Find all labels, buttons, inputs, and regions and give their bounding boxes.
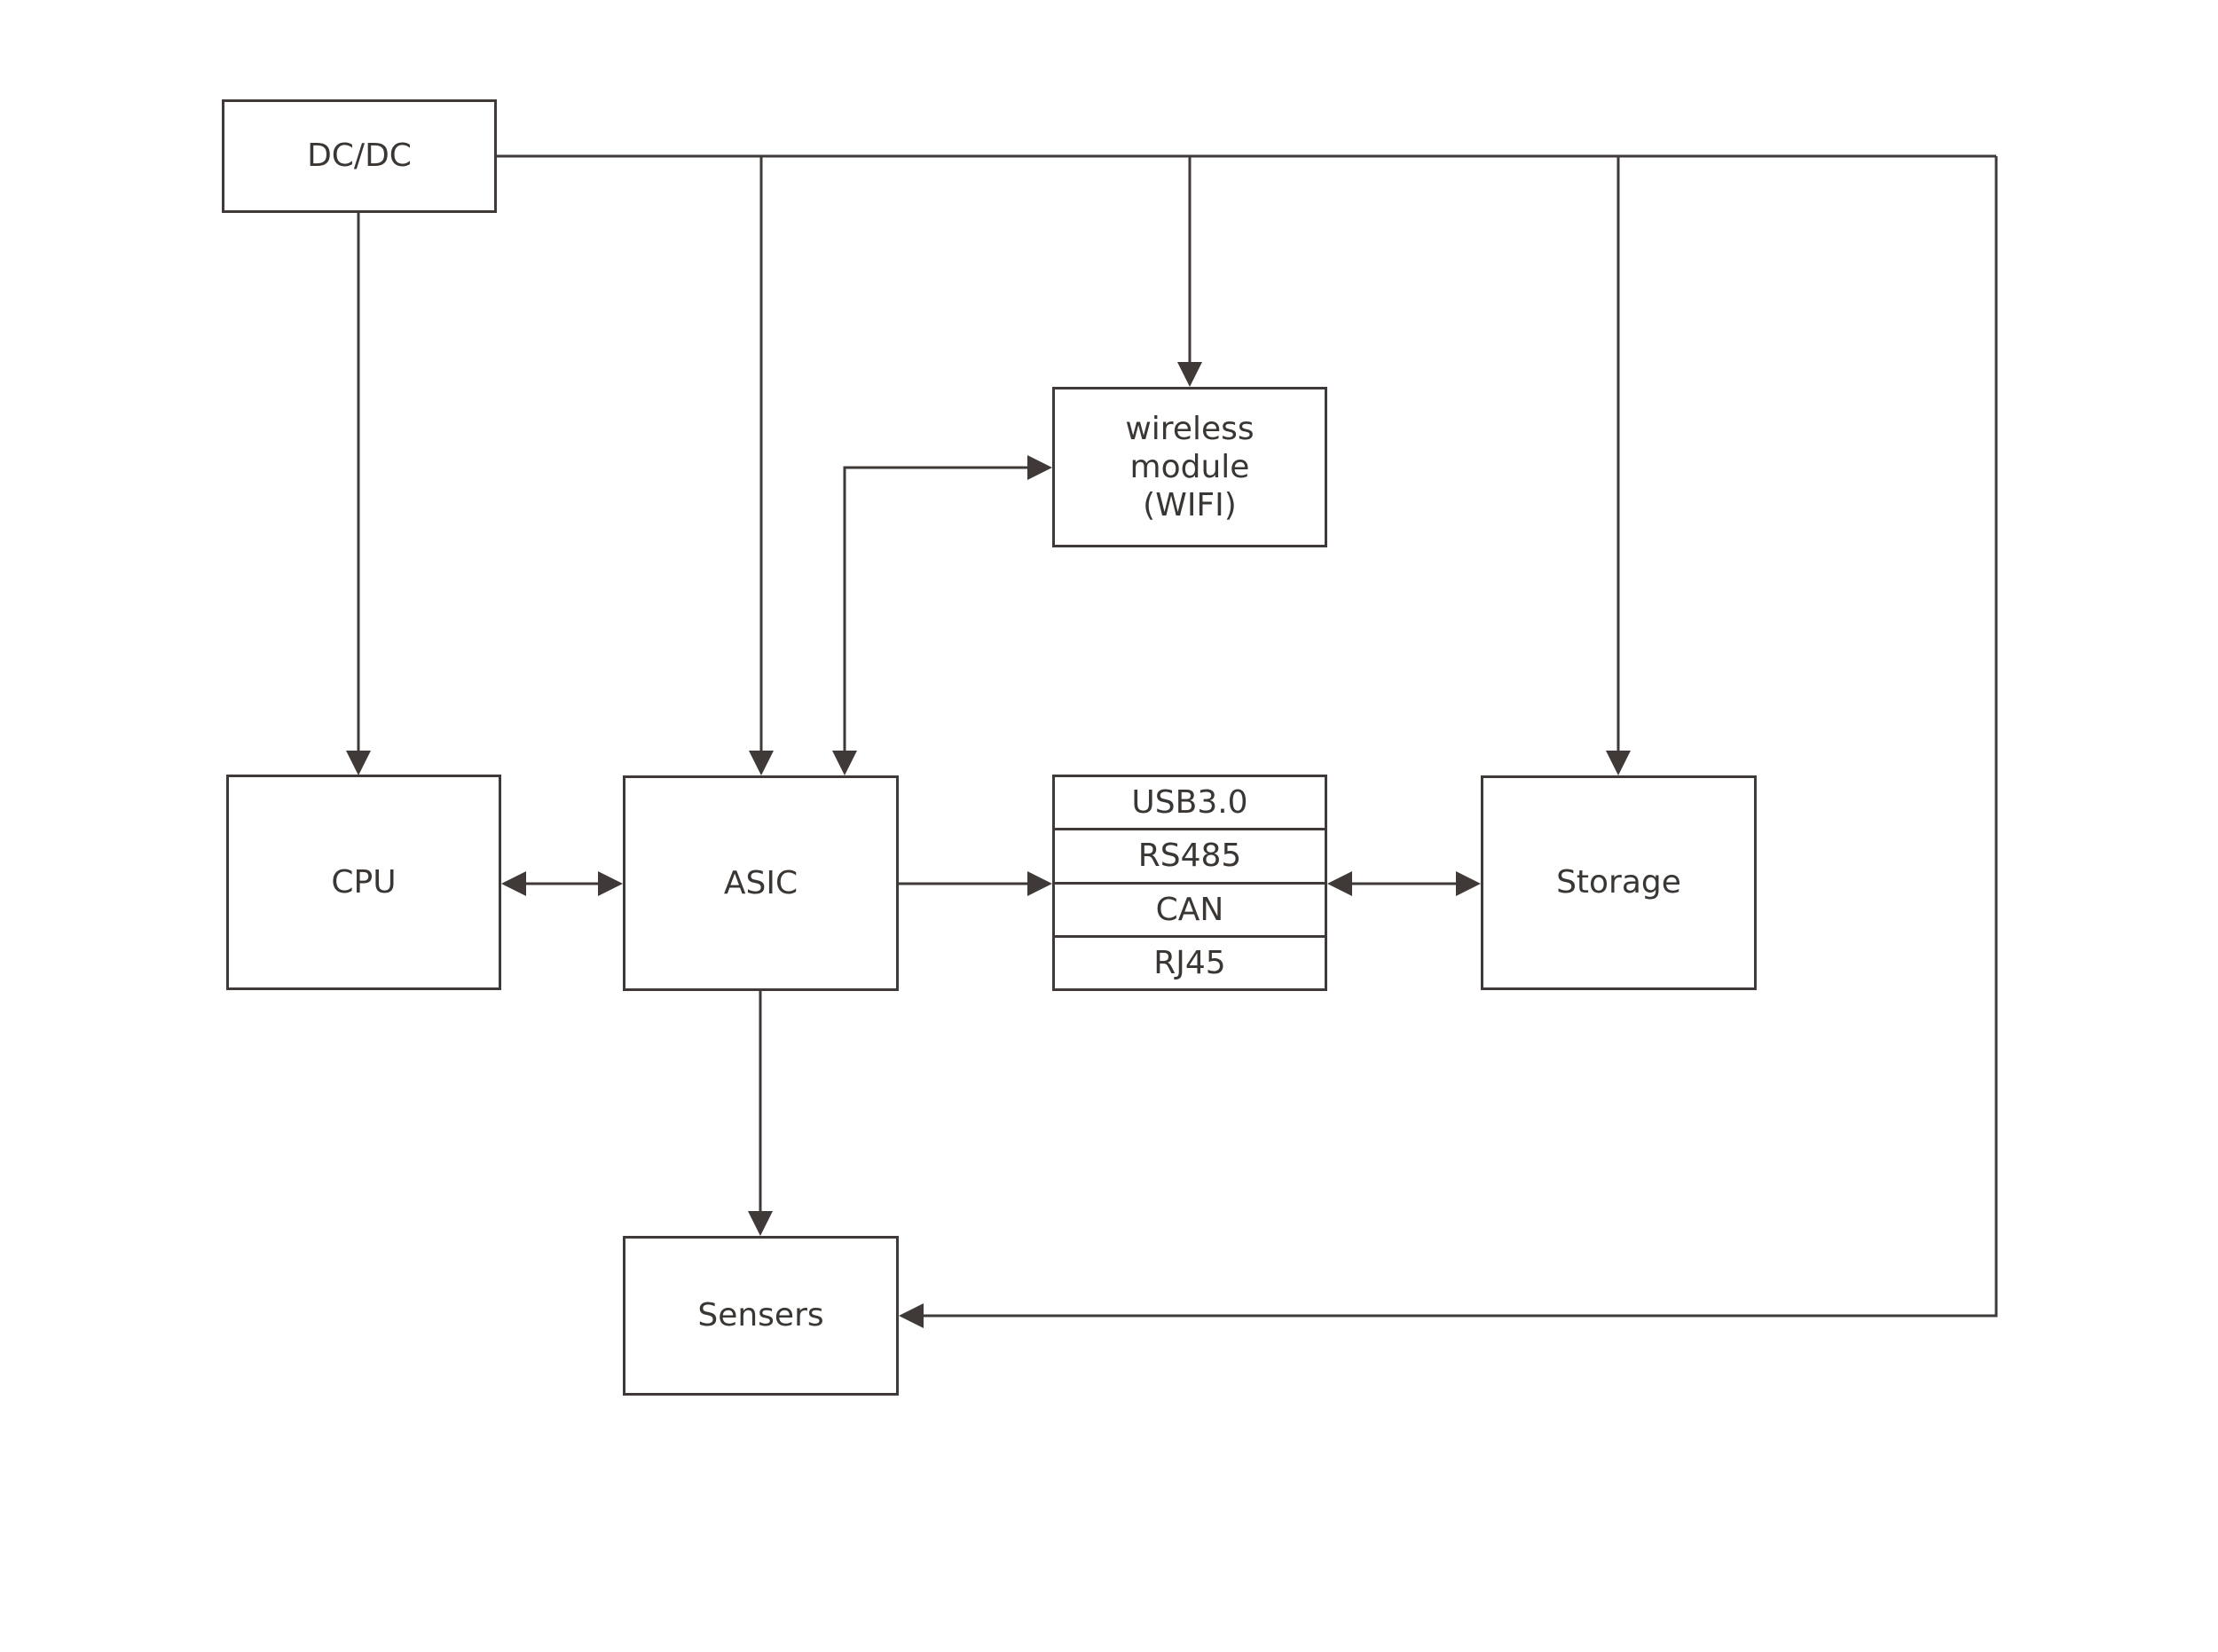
node-asic: ASIC <box>623 775 899 991</box>
arrowhead-down-icon <box>1177 362 1202 387</box>
node-interface-stack: USB3.0 RS485 CAN RJ45 <box>1052 775 1327 991</box>
node-cpu: CPU <box>226 775 501 990</box>
interface-row-rj45-label: RJ45 <box>1153 944 1226 981</box>
arrowhead-left-icon <box>899 1303 924 1328</box>
node-dcdc-label: DC/DC <box>307 138 412 175</box>
edge-dcdc-cpu <box>346 213 371 775</box>
edge-cpu-asic <box>501 871 623 896</box>
node-wireless-module-label: wireless module (WIFI) <box>1125 410 1255 524</box>
node-storage-label: Storage <box>1556 864 1681 901</box>
node-sensors-label: Sensers <box>697 1297 824 1334</box>
edge-dcdc-sensors <box>899 156 1998 1328</box>
arrowhead-down-icon <box>832 751 857 775</box>
edge-dcdc-wifi <box>1177 156 1202 387</box>
node-asic-label: ASIC <box>723 864 798 901</box>
interface-row-usb3: USB3.0 <box>1055 777 1325 828</box>
arrowhead-down-icon <box>748 1211 773 1236</box>
edge-asic-interfaces <box>899 871 1052 896</box>
interface-row-usb3-label: USB3.0 <box>1131 784 1248 822</box>
edge-dcdc-asic <box>749 156 774 775</box>
arrowhead-right-icon <box>598 871 623 896</box>
arrowhead-left-icon <box>501 871 526 896</box>
node-storage: Storage <box>1481 775 1757 990</box>
interface-row-can: CAN <box>1055 881 1325 935</box>
interface-row-rj45: RJ45 <box>1055 934 1325 988</box>
arrowhead-right-icon <box>1027 871 1052 896</box>
arrowhead-right-icon <box>1027 455 1052 480</box>
node-sensors: Sensers <box>623 1236 899 1396</box>
arrowhead-right-icon <box>1456 871 1481 896</box>
node-dcdc: DC/DC <box>222 99 497 213</box>
edge-asic-wifi <box>832 455 1052 775</box>
edge-interfaces-storage <box>1327 871 1481 896</box>
node-cpu-label: CPU <box>331 863 397 901</box>
interface-row-rs485: RS485 <box>1055 828 1325 881</box>
arrowhead-left-icon <box>1327 871 1352 896</box>
edge-dcdc-storage <box>1606 156 1631 775</box>
edge-asic-sensors <box>748 991 773 1236</box>
node-wireless-module: wireless module (WIFI) <box>1052 387 1327 547</box>
arrowhead-down-icon <box>346 751 371 775</box>
interface-row-can-label: CAN <box>1155 891 1224 928</box>
arrowhead-down-icon <box>749 751 774 775</box>
arrowhead-down-icon <box>1606 751 1631 775</box>
interface-row-rs485-label: RS485 <box>1137 838 1242 875</box>
